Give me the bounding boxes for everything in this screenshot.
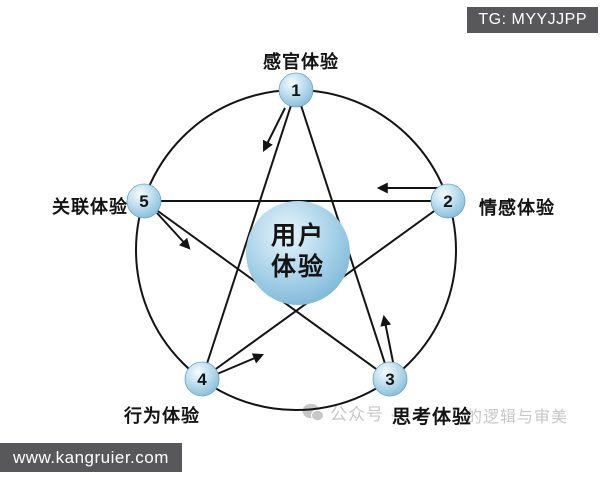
node-label-thinking: 思考体验 [392, 407, 473, 428]
node-sphere-2 [430, 183, 466, 219]
flow-arrow-4-to-2 [216, 353, 265, 375]
node-number-1: 1 [291, 81, 300, 100]
node-label-behavioral: 行为体验 [124, 406, 200, 426]
node-sphere-3 [372, 361, 408, 397]
watermark-suffix: 的逻辑与审美 [466, 409, 569, 426]
center-sphere [246, 201, 350, 305]
node-sphere-5 [126, 183, 162, 219]
flow-arrow-5-to-3 [156, 212, 191, 250]
node-spheres [126, 72, 466, 397]
center-label-line2: 体验 [271, 252, 325, 281]
node-label-relational: 关联体验 [52, 197, 128, 217]
flow-arrows [156, 107, 440, 375]
node-label-sensory: 感官体验 [263, 52, 339, 72]
node-numbers: 1 2 3 4 5 [139, 81, 452, 389]
node-number-3: 3 [385, 370, 394, 389]
connector-1-4 [201, 89, 297, 380]
node-number-2: 2 [443, 192, 452, 211]
node-number-5: 5 [139, 192, 148, 211]
website-badge: www.kangruier.com [0, 443, 182, 472]
flow-arrow-1-to-4 [263, 107, 286, 152]
center-label-line1: 用户 [271, 221, 325, 250]
node-sphere-1 [278, 72, 314, 108]
node-number-4: 4 [197, 370, 207, 389]
watermark-prefix: 公众号 · [330, 405, 397, 424]
tg-badge: TG: MYYJJPP [467, 7, 598, 33]
flow-arrow-3-to-1 [380, 314, 395, 368]
watermark: 公众号 · [302, 400, 396, 425]
node-sphere-4 [184, 361, 220, 397]
node-label-emotional: 情感体验 [479, 198, 555, 218]
